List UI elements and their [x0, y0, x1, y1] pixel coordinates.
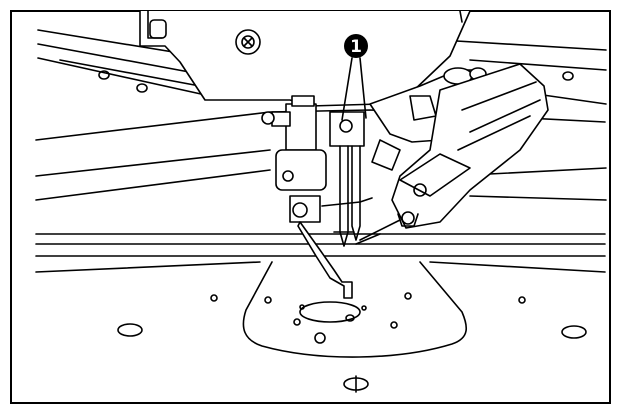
machine-head: [139, 10, 471, 107]
callout-label-1: 1: [350, 37, 362, 57]
needle-plate: [117, 261, 587, 393]
presser-foot-assembly: [261, 95, 373, 299]
thread-trimmer-cylinder: [355, 63, 549, 245]
callout-marker-1: 1: [344, 34, 368, 58]
needle-bar: [329, 111, 365, 247]
callout-leaders: [341, 57, 367, 121]
